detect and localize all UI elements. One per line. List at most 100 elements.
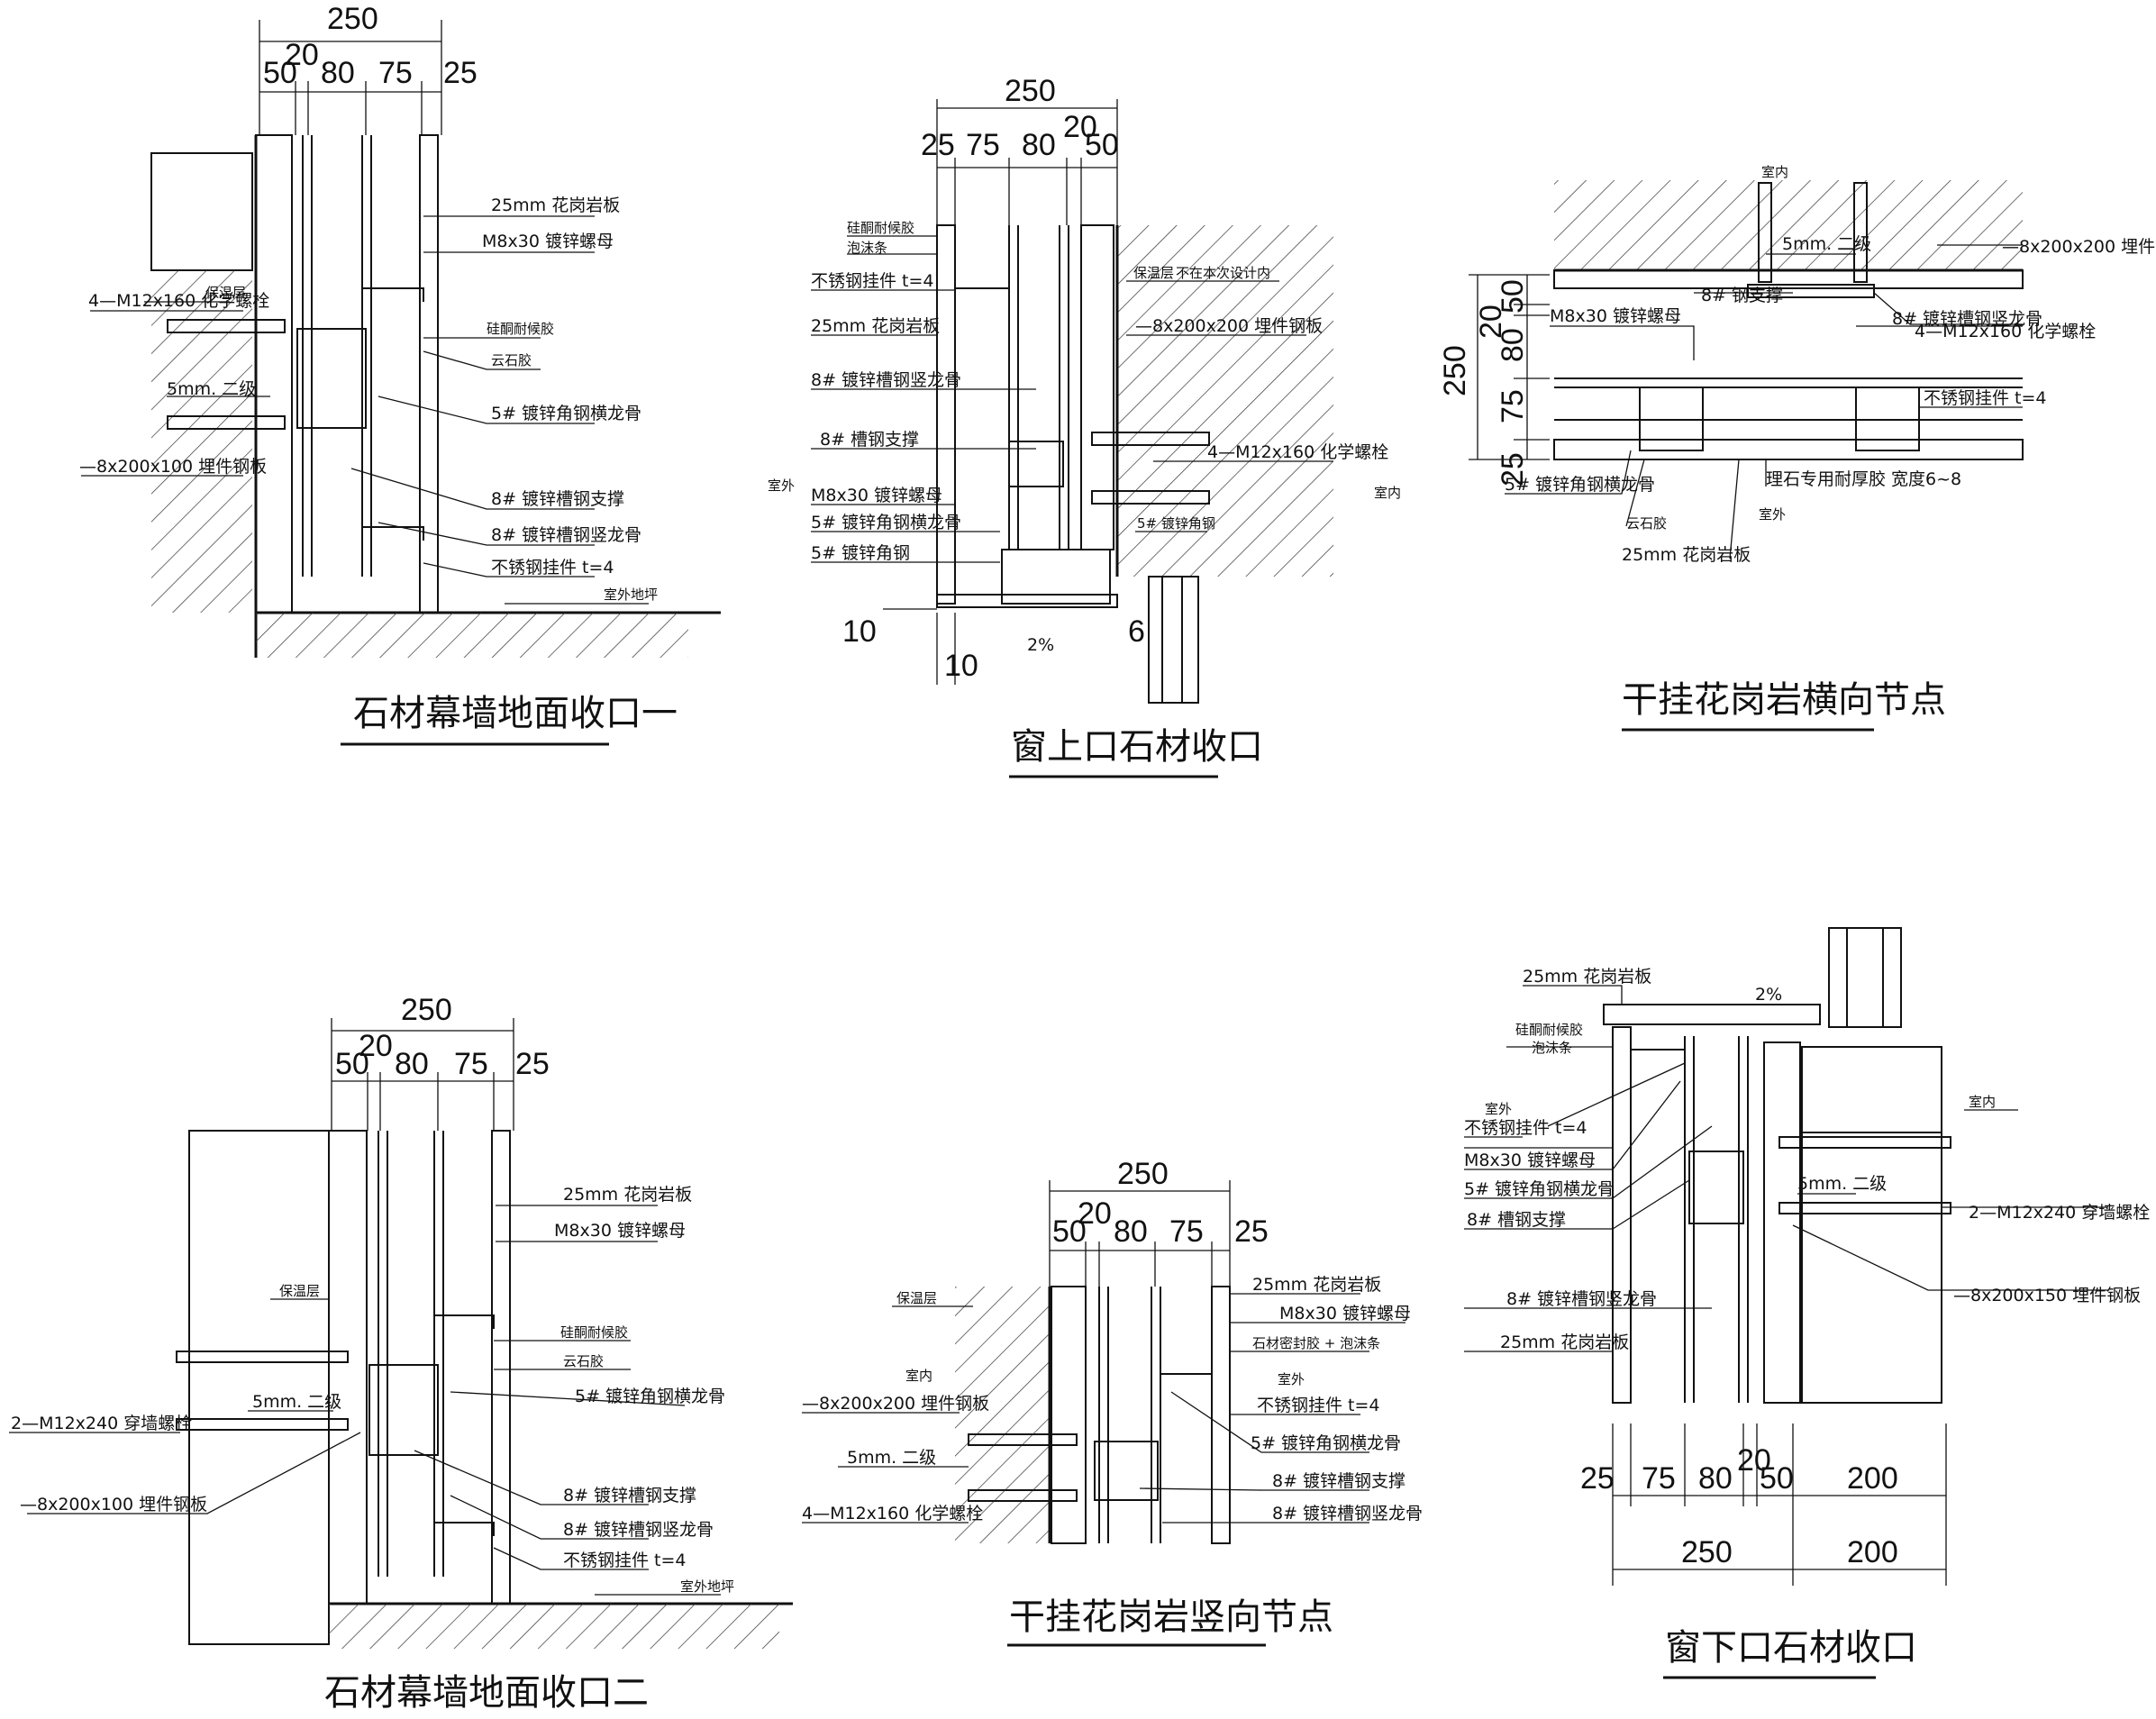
d2-soffit-panel xyxy=(936,594,1118,608)
d1-brick-wall xyxy=(150,152,253,271)
d6-slope: 2% xyxy=(1755,985,1782,1005)
d2-label-4: 8# 镀锌槽钢竖龙骨 xyxy=(811,370,961,390)
detail-5-dimensions: 250 50 20 80 75 25 xyxy=(1049,1157,1269,1287)
d3-label-6: 8# 镀锌槽钢竖龙骨 xyxy=(1892,309,2042,329)
d3-anchor-bolt-1 xyxy=(1758,182,1772,283)
d6-label-7: 8# 槽钢支撑 xyxy=(1467,1210,1566,1230)
d2-label-0: 硅酮耐候胶 xyxy=(847,220,914,236)
d2-concrete xyxy=(1117,225,1333,577)
d3-label-1: 5mm. 二级 xyxy=(1782,234,1871,254)
detail-1-dimensions: 250 50 20 80 75 25 xyxy=(259,2,478,135)
d2-label-2: 不锈钢挂件 t=4 xyxy=(811,271,934,291)
d6-insulation xyxy=(1763,1041,1801,1404)
d3-label-3: 8# 钢支撑 xyxy=(1701,286,1783,305)
detail-3-dimensions: 250 50 20 80 75 25 xyxy=(1438,274,1550,487)
d4-label-8: —8x200x100 埋件钢板 xyxy=(20,1495,207,1514)
d2-label-14: 室外 xyxy=(768,478,795,494)
d1-label-7: 云石胶 xyxy=(491,352,532,368)
d3-label-12: 25mm 花岗岩板 xyxy=(1622,545,1751,565)
d6-label-6: 5# 镀锌角钢横龙骨 xyxy=(1464,1179,1615,1199)
d6-window-frame xyxy=(1828,927,1902,1028)
d6-concrete xyxy=(1801,1046,1942,1133)
d4-label-6: 2—M12x240 穿墙螺栓 xyxy=(11,1414,192,1433)
d5-dim-4: 75 xyxy=(1169,1214,1204,1249)
d6-label-8: 8# 镀锌槽钢竖龙骨 xyxy=(1506,1289,1657,1309)
d5-label-12: 8# 镀锌槽钢竖龙骨 xyxy=(1272,1504,1423,1523)
d6-embed-plate xyxy=(1688,1151,1744,1224)
d5-anchor-bolt-1 xyxy=(968,1433,1078,1446)
d1-label-1: M8x30 镀锌螺母 xyxy=(482,232,614,251)
d6-title: 窗下口石材收口 xyxy=(1665,1627,1917,1669)
d6-through-bolt-2 xyxy=(1778,1202,1951,1214)
d2-dim-total: 250 xyxy=(1005,74,1056,108)
d1-dim-2: 20 xyxy=(285,38,319,72)
d6-dim-3: 80 xyxy=(1698,1461,1733,1496)
d1-ground xyxy=(256,613,688,658)
d2-label-11: —8x200x200 埋件钢板 xyxy=(1135,316,1323,336)
d2-anchor-bolt-2 xyxy=(1091,490,1210,505)
d3-dim-4: 75 xyxy=(1496,389,1530,423)
d3-title: 干挂花岗岩横向节点 xyxy=(1622,679,1946,721)
d4-dim-1: 50 xyxy=(335,1047,369,1081)
d2-title: 窗上口石材收口 xyxy=(1011,726,1263,768)
d6-sill-panel xyxy=(1603,1004,1821,1025)
d2-slope: 2% xyxy=(1027,635,1054,655)
d1-dim-4: 75 xyxy=(378,56,413,90)
d6-label-1: 硅酮耐候胶 xyxy=(1515,1022,1583,1038)
d4-dim-total: 250 xyxy=(401,993,452,1027)
d6-label-9: 25mm 花岗岩板 xyxy=(1500,1332,1629,1352)
d2-label-6: M8x30 镀锌螺母 xyxy=(811,486,942,505)
d5-label-2: M8x30 镀锌螺母 xyxy=(1279,1304,1411,1323)
detail-1: 250 50 20 80 75 25 xyxy=(79,2,721,746)
d1-dim-1: 50 xyxy=(263,56,297,90)
d3-dim-5: 25 xyxy=(1496,452,1530,487)
d4-ground xyxy=(329,1604,779,1649)
d6-label-5: M8x30 镀锌螺母 xyxy=(1464,1151,1596,1170)
d4-label-2: 保温层 xyxy=(279,1283,320,1299)
d6-dim-4: 20 xyxy=(1737,1443,1771,1478)
d5-label-4: 室内 xyxy=(905,1368,932,1384)
d4-brick-wall xyxy=(188,1130,330,1645)
d3-granite-panel xyxy=(1553,439,2024,460)
d4-dim-3: 80 xyxy=(395,1047,429,1081)
d3-dim-2: 20 xyxy=(1474,305,1508,339)
d1-angle-bottom xyxy=(362,526,424,541)
d2-anchor-bolt-1 xyxy=(1091,432,1210,446)
detail-4-dimensions: 250 50 20 80 75 25 xyxy=(331,993,550,1131)
d5-dim-total: 250 xyxy=(1117,1157,1169,1191)
d3-dim-3: 80 xyxy=(1496,328,1530,362)
d6-dim-1: 25 xyxy=(1580,1461,1615,1496)
d1-concrete xyxy=(151,270,252,613)
d3-label-11: 室外 xyxy=(1759,506,1786,523)
d5-anchor-bolt-2 xyxy=(968,1489,1078,1502)
d2-angle-top xyxy=(955,287,1010,311)
d2-label-7: 5# 镀锌角钢横龙骨 xyxy=(811,513,961,532)
d2-insulation xyxy=(1080,224,1114,550)
detail-6-dimensions: 25 75 80 20 50 200 250 200 xyxy=(1580,1423,1947,1586)
d4-label-7: 5mm. 二级 xyxy=(252,1392,341,1412)
d6-label-2: 泡沫条 xyxy=(1532,1040,1572,1056)
d5-label-11: 8# 镀锌槽钢支撑 xyxy=(1272,1471,1405,1491)
d4-angle-bottom xyxy=(434,1522,495,1536)
d5-label-6: —8x200x200 埋件钢板 xyxy=(802,1394,989,1414)
d5-label-7: 不锈钢挂件 t=4 xyxy=(1257,1396,1380,1415)
d2-embed-plate xyxy=(1008,441,1064,487)
d6-label-13: —8x200x150 埋件钢板 xyxy=(1953,1286,2141,1305)
d4-dim-2: 20 xyxy=(359,1029,393,1063)
d2-dim-2: 75 xyxy=(966,128,1000,162)
d2-label-9: 保温层 xyxy=(1133,265,1174,281)
d2-dim-1: 25 xyxy=(921,128,955,162)
d3-label-2: —8x200x200 埋件钢板 xyxy=(2002,237,2156,257)
d4-title: 石材幕墙地面收口二 xyxy=(324,1672,649,1714)
d6-label-10: 室内 xyxy=(1969,1094,1996,1110)
d5-title: 干挂花岗岩竖向节点 xyxy=(1009,1596,1333,1638)
d2-dim-3: 80 xyxy=(1022,128,1056,162)
d2-window-frame xyxy=(1148,576,1199,704)
d5-dim-5: 25 xyxy=(1234,1214,1269,1249)
d2-granite-panel xyxy=(936,224,956,605)
d4-dim-4: 75 xyxy=(454,1047,488,1081)
d4-through-bolt-2 xyxy=(176,1418,349,1431)
d2-bottom-bracket xyxy=(1001,549,1111,605)
d1-label-3: 4—M12x160 化学螺栓 xyxy=(88,291,269,311)
d1-label-9: 8# 镀锌槽钢支撑 xyxy=(491,489,624,509)
